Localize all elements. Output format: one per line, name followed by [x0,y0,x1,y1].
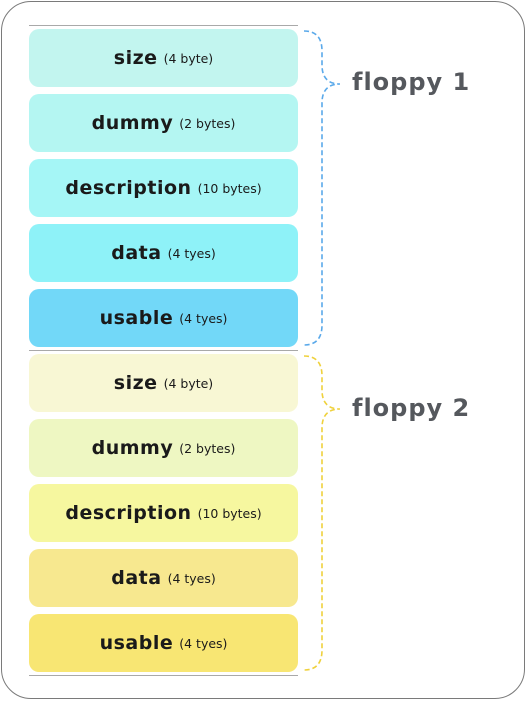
floppy1-brace [303,30,341,346]
field-name: size [113,47,158,69]
field-name: data [111,242,162,264]
field-size: (2 bytes) [179,440,236,456]
floppy1-field-usable: usable (4 tyes) [29,289,298,347]
field-name: usable [99,307,174,329]
floppy2-label: floppy 2 [352,394,471,422]
field-name: usable [99,632,174,654]
bottom-separator [29,675,298,676]
field-name: description [65,177,192,199]
field-name: size [113,372,158,394]
field-name: dummy [91,112,174,134]
field-size: (4 byte) [163,50,214,66]
field-size: (10 bytes) [197,505,262,521]
field-size: (4 tyes) [179,310,228,326]
field-size: (4 byte) [163,375,214,391]
field-name: dummy [91,437,174,459]
floppy2-brace-path [303,355,341,671]
floppy2-field-usable: usable (4 tyes) [29,614,298,672]
floppy1-field-description: description (10 bytes) [29,159,298,217]
floppy2-field-data: data (4 tyes) [29,549,298,607]
floppy2-field-dummy: dummy (2 bytes) [29,419,298,477]
field-size: (10 bytes) [197,180,262,196]
floppy1-label: floppy 1 [352,68,471,96]
floppy1-field-size: size (4 byte) [29,29,298,87]
field-size: (4 tyes) [179,635,228,651]
floppy1-field-data: data (4 tyes) [29,224,298,282]
floppy2-brace [303,355,341,671]
middle-separator [29,350,298,351]
field-size: (4 tyes) [167,245,216,261]
floppy2-field-size: size (4 byte) [29,354,298,412]
field-name: description [65,502,192,524]
floppy2-field-description: description (10 bytes) [29,484,298,542]
top-separator [29,25,298,26]
field-name: data [111,567,162,589]
floppy1-field-dummy: dummy (2 bytes) [29,94,298,152]
field-size: (4 tyes) [167,570,216,586]
field-size: (2 bytes) [179,115,236,131]
floppy1-brace-path [303,30,341,346]
